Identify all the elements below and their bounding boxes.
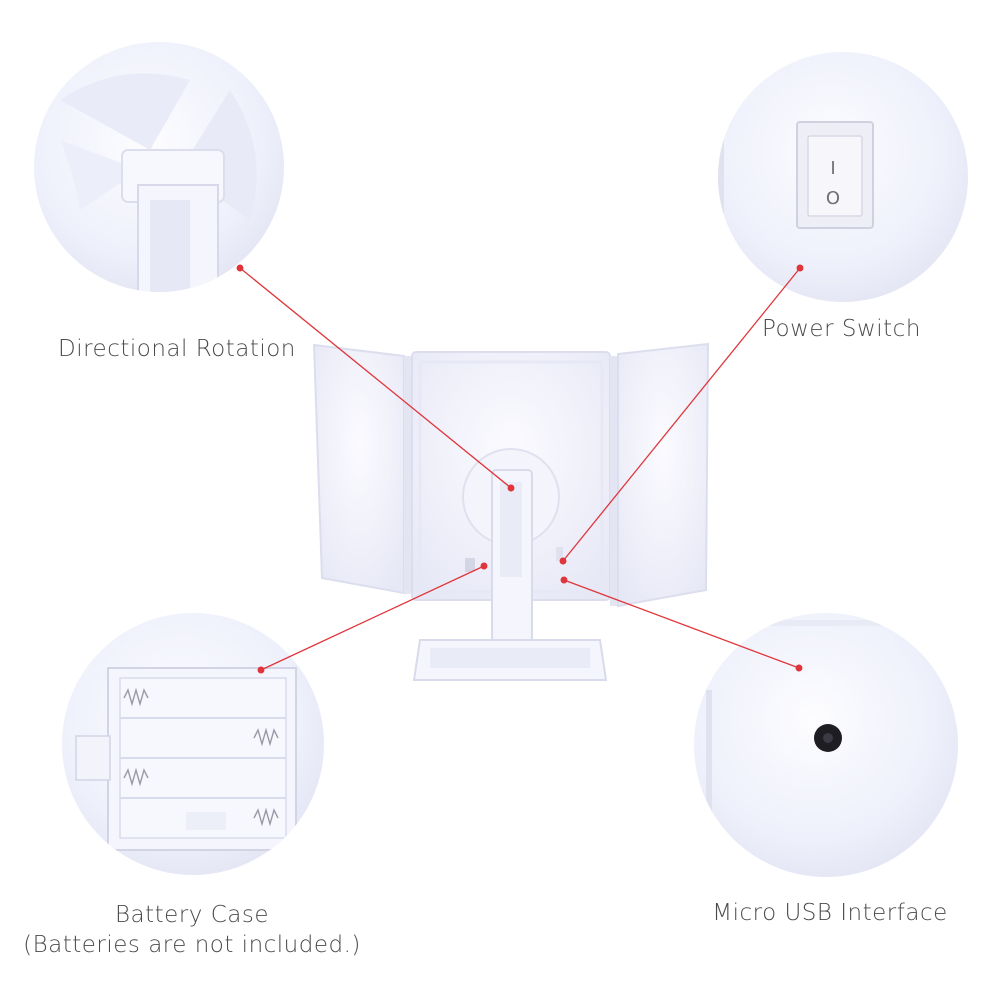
- switch-on-mark: I: [830, 158, 835, 179]
- label-micro-usb: Micro USB Interface: [712, 900, 948, 926]
- callout-power-zoom: I O: [718, 52, 968, 302]
- callout-battery-zoom: [62, 613, 324, 875]
- pointer-battery: [260, 565, 485, 671]
- pointer-lines: [236, 264, 804, 674]
- label-battery-case: Battery Case (Batteries are not included…: [0, 900, 384, 960]
- label-directional-rotation: Directional Rotation: [58, 336, 296, 362]
- mirror-left-panel: [312, 343, 405, 595]
- callout-usb-zoom: [694, 613, 958, 877]
- pointer-usb: [563, 579, 800, 669]
- mirror-right-panel: [617, 342, 710, 608]
- callout-rotation-zoom: [34, 42, 284, 292]
- label-power-switch: Power Switch: [762, 316, 921, 342]
- battery-case-note: (Batteries are not included.): [23, 932, 361, 958]
- mirror-right-hinge: [610, 356, 618, 606]
- mirror-product: [312, 342, 710, 681]
- battery-latch: [465, 558, 475, 572]
- pointer-power: [562, 267, 801, 562]
- switch-off-mark: O: [826, 188, 840, 209]
- power-switch-small: [556, 547, 563, 561]
- mirror-left-hinge: [404, 356, 412, 594]
- pointer-rotation: [239, 267, 512, 489]
- battery-case-title: Battery Case: [114, 902, 269, 928]
